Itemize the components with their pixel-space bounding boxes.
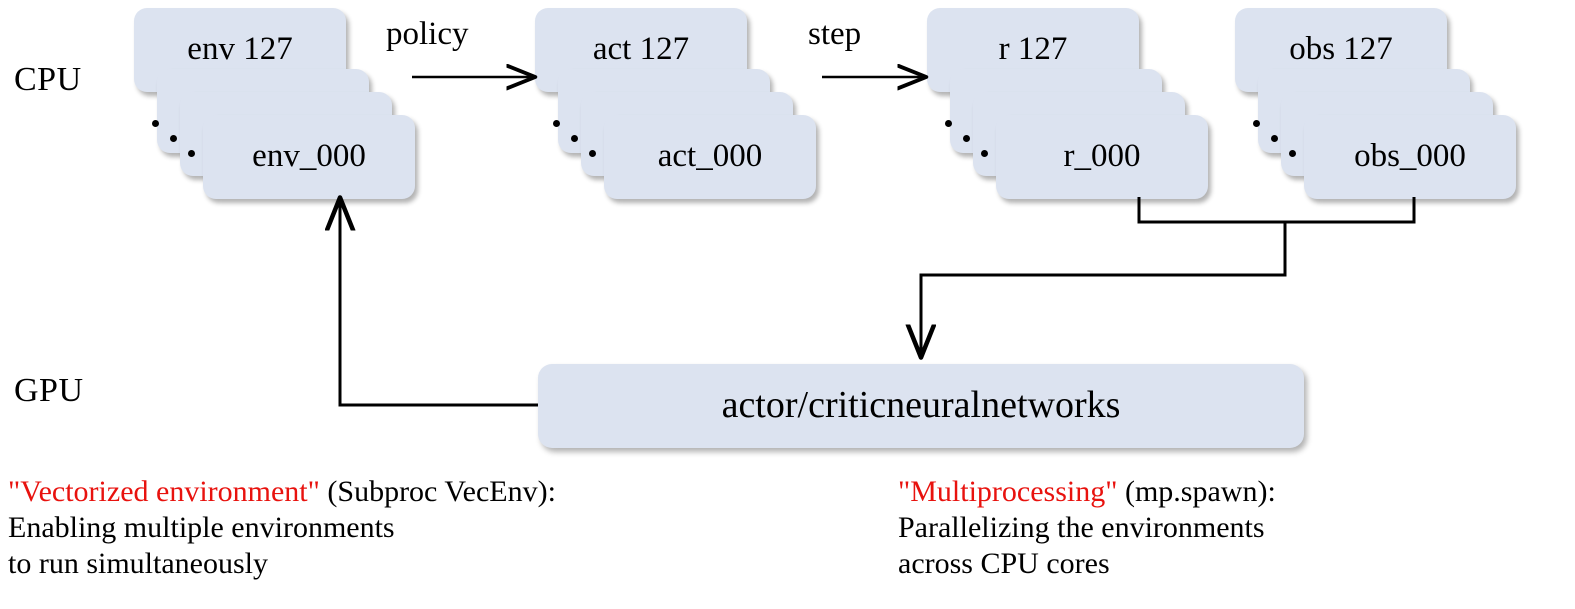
caption-left-rest: (Subproc VecEnv): xyxy=(319,475,556,508)
caption-left-line2: Enabling multiple environments xyxy=(8,511,395,544)
env-card-top-label: env 127 xyxy=(187,30,293,67)
gpu-row-label: GPU xyxy=(14,372,84,409)
obs-card-top-label: obs 127 xyxy=(1289,30,1393,67)
policy-edge-label: policy xyxy=(386,16,469,52)
act-card-bottom-label: act_000 xyxy=(657,137,763,174)
caption-multiprocessing: "Multiprocessing" (mp.spawn): Paralleliz… xyxy=(898,474,1276,582)
act-stack[interactable]: act 127 act_000 xyxy=(535,8,855,208)
caption-left-line1: "Vectorized environment" (Subproc VecEnv… xyxy=(8,474,556,510)
reward-stack-ellipsis-icon xyxy=(943,118,997,166)
caption-right-rest: (mp.spawn): xyxy=(1117,475,1276,508)
act-card-bottom[interactable]: act_000 xyxy=(604,115,816,199)
caption-right-line2: Parallelizing the environments xyxy=(898,511,1265,544)
cpu-row-label: CPU xyxy=(14,61,82,98)
act-card-top-label: act 127 xyxy=(592,30,690,67)
caption-right-highlight: "Multiprocessing" xyxy=(898,475,1118,508)
caption-right-line3: across CPU cores xyxy=(898,547,1110,580)
reward-stack[interactable]: r 127 r_000 xyxy=(927,8,1247,208)
caption-left-highlight: "Vectorized environment" xyxy=(8,475,320,508)
env-stack[interactable]: env 127 env_000 xyxy=(134,8,454,208)
obs-stack[interactable]: obs 127 obs_000 xyxy=(1235,8,1555,208)
obs-card-bottom-label: obs_000 xyxy=(1354,137,1466,174)
reward-card-top-label: r 127 xyxy=(998,30,1068,67)
step-edge-label: step xyxy=(808,16,862,52)
actor-critic-network-label: actor/criticneuralnetworks xyxy=(721,384,1121,427)
env-card-bottom-label: env_000 xyxy=(252,137,366,174)
caption-vectorized-environment: "Vectorized environment" (Subproc VecEnv… xyxy=(8,474,556,582)
env-card-bottom[interactable]: env_000 xyxy=(203,115,415,199)
network-to-env-feedback-arrow xyxy=(340,199,538,407)
actor-critic-network-box[interactable]: actor/criticneuralnetworks xyxy=(538,364,1304,448)
caption-right-line1: "Multiprocessing" (mp.spawn): xyxy=(898,474,1276,510)
obs-stack-ellipsis-icon xyxy=(1251,118,1305,166)
reward-card-bottom-label: r_000 xyxy=(1063,137,1141,174)
env-stack-ellipsis-icon xyxy=(150,118,204,166)
reward-card-bottom[interactable]: r_000 xyxy=(996,115,1208,199)
obs-card-bottom[interactable]: obs_000 xyxy=(1304,115,1516,199)
act-stack-ellipsis-icon xyxy=(551,118,605,166)
caption-left-line3: to run simultaneously xyxy=(8,547,268,580)
reward-obs-to-network-arrow xyxy=(921,197,1287,356)
